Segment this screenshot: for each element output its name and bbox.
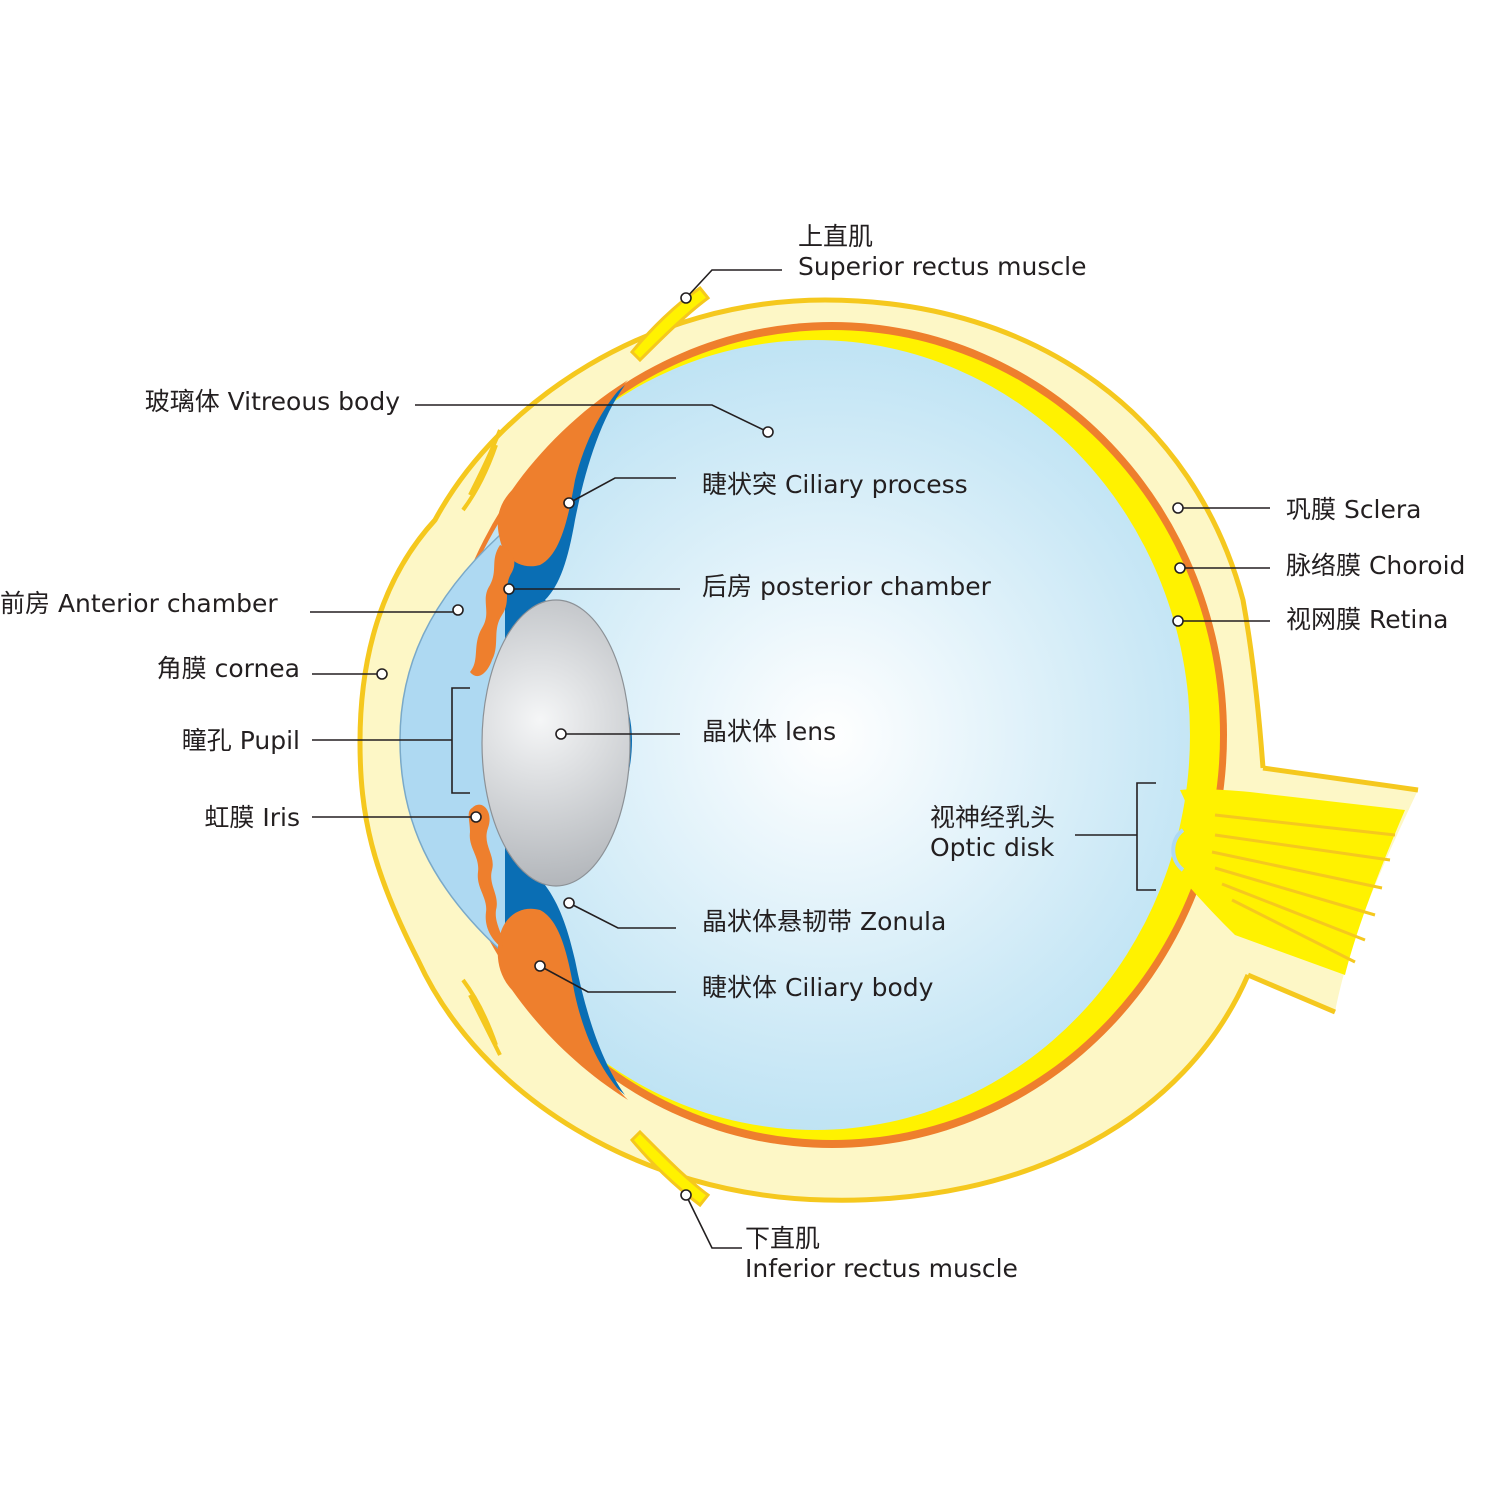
sclera-outline-nerve [1247, 765, 1419, 1015]
anterior-segment [399, 380, 632, 1100]
label-ciliary-process: 睫状突 Ciliary process [702, 470, 968, 499]
label-choroid: 脉络膜 Choroid [1286, 551, 1465, 580]
label-superior-rectus-zh: 上直肌 [798, 222, 873, 251]
label-lens: 晶状体 lens [702, 717, 836, 746]
dot-lens [555, 728, 567, 740]
optic-nerve [1171, 789, 1405, 975]
label-cornea: 角膜 cornea [157, 654, 300, 683]
label-sclera: 巩膜 Sclera [1286, 495, 1422, 524]
lens [481, 599, 631, 887]
leader-optic-disk [1075, 782, 1156, 891]
upper-iris [470, 545, 515, 677]
inferior-rectus-muscle [629, 1129, 711, 1208]
dot-iris [470, 811, 482, 823]
superior-rectus-muscle [629, 285, 711, 363]
label-pupil: 瞳孔 Pupil [182, 726, 300, 755]
leader-ciliary-body [539, 965, 676, 993]
dot-choroid [1174, 562, 1186, 574]
eyelid-fold-upper [461, 429, 502, 512]
dot-anterior-chamber [452, 604, 464, 616]
label-optic-disk-zh: 视神经乳头 [930, 803, 1055, 832]
upper-ciliary-body [497, 380, 628, 567]
leader-lines [310, 269, 1270, 1249]
lower-ciliary-body [497, 908, 628, 1100]
dot-cornea [376, 668, 388, 680]
dot-posterior-chamber [503, 583, 515, 595]
dot-zonula [563, 897, 575, 909]
sclera-outline [357, 297, 1266, 1203]
labels: 上直肌 Superior rectus muscle 玻璃体 Vitreous … [0, 222, 1465, 1283]
optic-nerve-stripes [1211, 813, 1396, 964]
dot-retina [1172, 615, 1184, 627]
label-ciliary-body: 睫状体 Ciliary body [702, 973, 934, 1002]
dot-ciliary-process [563, 497, 575, 509]
dot-sclera [1172, 502, 1184, 514]
dot-vitreous [762, 426, 774, 438]
leader-pupil [312, 687, 470, 794]
label-iris: 虹膜 Iris [204, 803, 300, 832]
label-vitreous-body: 玻璃体 Vitreous body [145, 387, 401, 416]
label-zonula: 晶状体悬韧带 Zonula [702, 907, 946, 936]
eyelid-fold-lower [461, 978, 502, 1056]
label-retina: 视网膜 Retina [1286, 605, 1449, 634]
vitreous-body [440, 340, 1190, 1130]
optic-disk-cup [1171, 828, 1185, 872]
dot-ciliary-body [534, 960, 546, 972]
label-posterior-chamber: 后房 posterior chamber [702, 572, 992, 601]
dot-superior-rectus [680, 292, 692, 304]
leader-superior-rectus [685, 269, 782, 299]
label-inferior-rectus-zh: 下直肌 [745, 1224, 820, 1253]
leader-vitreous [415, 404, 769, 433]
lower-iris [468, 804, 503, 948]
optic-nerve-fibers [1175, 789, 1405, 975]
label-inferior-rectus-en: Inferior rectus muscle [745, 1254, 1018, 1283]
leader-ciliary-process [568, 477, 676, 504]
label-optic-disk-en: Optic disk [930, 833, 1055, 862]
leader-inferior-rectus [685, 1194, 742, 1249]
label-anterior-chamber: 前房 Anterior chamber [0, 589, 278, 618]
dot-inferior-rectus [680, 1189, 692, 1201]
leader-zonula [568, 902, 676, 929]
label-superior-rectus-en: Superior rectus muscle [798, 252, 1086, 281]
